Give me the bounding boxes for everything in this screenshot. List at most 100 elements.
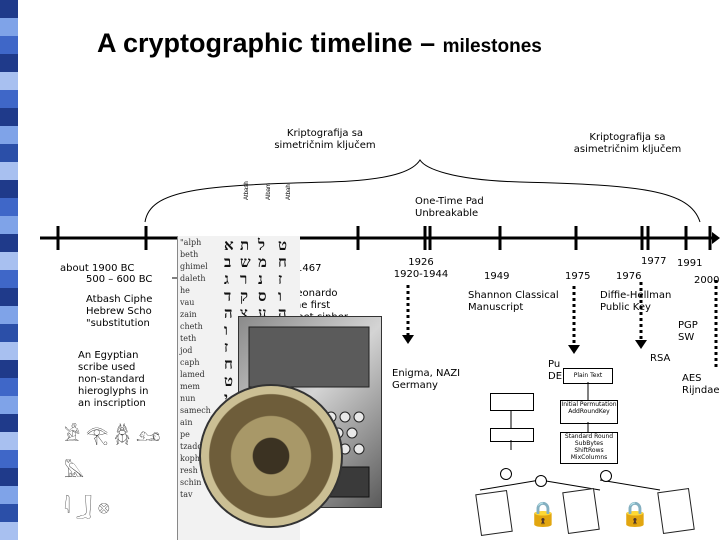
standard-round-box: Standard Round SubBytes ShiftRows MixCol…: [560, 432, 618, 464]
event-pointer-heads: [402, 335, 647, 354]
table-row-label: lamed: [180, 370, 205, 379]
hebrew-letter: ד: [224, 287, 232, 305]
bar-square: [0, 90, 18, 108]
bar-square: [0, 54, 18, 72]
curly-brace: [144, 159, 701, 223]
event-pointers: [406, 280, 718, 368]
symmetric-label: Kriptografija sa simetričnim ključem: [274, 128, 376, 151]
bar-square: [0, 306, 18, 324]
table-row-label: ghimel: [180, 262, 208, 271]
bar-square: [0, 378, 18, 396]
bar-square: [0, 360, 18, 378]
hebrew-letter: א: [224, 236, 234, 254]
hebrew-letter: נ: [258, 270, 263, 288]
person-icon: [535, 475, 547, 487]
hebrew-letter: ג: [224, 270, 229, 288]
table-row-label: daleth: [180, 274, 206, 283]
hebrew-letter: ל: [258, 236, 266, 254]
timeline-arrowhead: [712, 232, 720, 244]
hebrew-letter: ת: [240, 236, 250, 254]
table-row-label: koph: [180, 454, 200, 463]
hebrew-letter: ר: [240, 270, 248, 288]
table-row-label: cheth: [180, 322, 203, 331]
timeline-ticks: [56, 226, 712, 250]
bar-square: [0, 144, 18, 162]
hieroglyph-image: 𓀀 𓂀 𓆣 𓃭 𓅓 𓇋 𓃀 𓊖: [64, 418, 172, 528]
slide-title: A cryptographic timeline – milestones: [97, 28, 542, 59]
hebrew-letter: ח: [224, 355, 233, 373]
hebrew-letter: ז: [224, 338, 229, 356]
table-row-label: caph: [180, 358, 200, 367]
hebrew-letter: ה: [224, 304, 233, 322]
bar-square: [0, 486, 18, 504]
bar-square: [0, 198, 18, 216]
hebrew-letter: ו: [278, 287, 282, 305]
table-row-label: "alph: [180, 238, 202, 247]
bar-square: [0, 414, 18, 432]
person-icon: [600, 470, 612, 482]
egyptian-note: An Egyptian scribe used non-standard hie…: [78, 350, 149, 409]
bar-square: [0, 180, 18, 198]
bar-square: [0, 504, 18, 522]
shannon-note: Shannon Classical Manuscript: [468, 290, 559, 313]
hieroglyph-row: 𓀀 𓂀 𓆣 𓃭: [64, 425, 161, 446]
bar-square: [0, 468, 18, 486]
bar-square: [0, 450, 18, 468]
bar-square: [0, 18, 18, 36]
table-row-label: zain: [180, 310, 197, 319]
table-row-label: schin: [180, 478, 202, 487]
bar-square: [0, 216, 18, 234]
bar-square: [0, 0, 18, 18]
table-row-label: tzaddi: [180, 442, 205, 451]
hebrew-letter: ח: [278, 253, 287, 271]
table-row-label: he: [180, 286, 190, 295]
hebrew-letter: ש: [240, 253, 251, 271]
bar-square: [0, 252, 18, 270]
albam-header: Albam: [266, 182, 272, 200]
hebrew-letter: ט: [224, 372, 234, 390]
otp-label: One-Time Pad Unbreakable: [415, 196, 484, 219]
document-icon: [657, 487, 695, 535]
year-1975: 1975: [565, 271, 591, 282]
bar-square: [0, 522, 18, 540]
year-1467: 1467: [296, 263, 322, 274]
table-row-label: samech: [180, 406, 211, 415]
table-row-label: nun: [180, 394, 196, 403]
year-1977: 1977: [641, 256, 667, 267]
hebrew-letter: ס: [258, 287, 267, 305]
flow-box: [490, 393, 534, 411]
atbash-note: Atbash Ciphe Hebrew Scho "substitution: [86, 294, 153, 329]
bar-square: [0, 396, 18, 414]
table-row-label: teth: [180, 334, 197, 343]
hebrew-letter: ו: [224, 321, 228, 339]
initial-perm-box: Initial Permutation AddRoundKey: [560, 400, 618, 424]
year-1991: 1991: [677, 258, 703, 269]
hieroglyph-row: 𓅓: [64, 461, 85, 482]
bar-square: [0, 342, 18, 360]
diffie-note: Diffie-Hellman Public Key: [600, 290, 672, 313]
table-row-label: jod: [180, 346, 193, 355]
document-icon: [475, 489, 513, 537]
bar-square: [0, 270, 18, 288]
cipher-disk-image: [199, 384, 343, 528]
hebrew-letter: י: [224, 389, 228, 407]
table-row-label: mem: [180, 382, 200, 391]
hebrew-letter: צ: [240, 304, 248, 322]
label-1900bc: about 1900 BC: [60, 263, 135, 274]
hebrew-letter: מ: [258, 253, 267, 271]
table-row-label: resh: [180, 466, 198, 475]
bar-square: [0, 36, 18, 54]
year-1976: 1976: [616, 271, 642, 282]
bar-square: [0, 72, 18, 90]
pgp-note: PGP SW: [678, 320, 698, 343]
hieroglyph-row: 𓇋 𓃀 𓊖: [64, 497, 110, 518]
lock-icon: 🔒: [528, 501, 558, 528]
title-sub: milestones: [442, 36, 542, 57]
person-icon: [500, 468, 512, 480]
bar-square: [0, 288, 18, 306]
table-row-label: tav: [180, 490, 193, 499]
table-row-label: pe: [180, 430, 190, 439]
aes-note: AES Rijndael: [682, 373, 720, 396]
rsa-note: RSA: [650, 353, 671, 364]
